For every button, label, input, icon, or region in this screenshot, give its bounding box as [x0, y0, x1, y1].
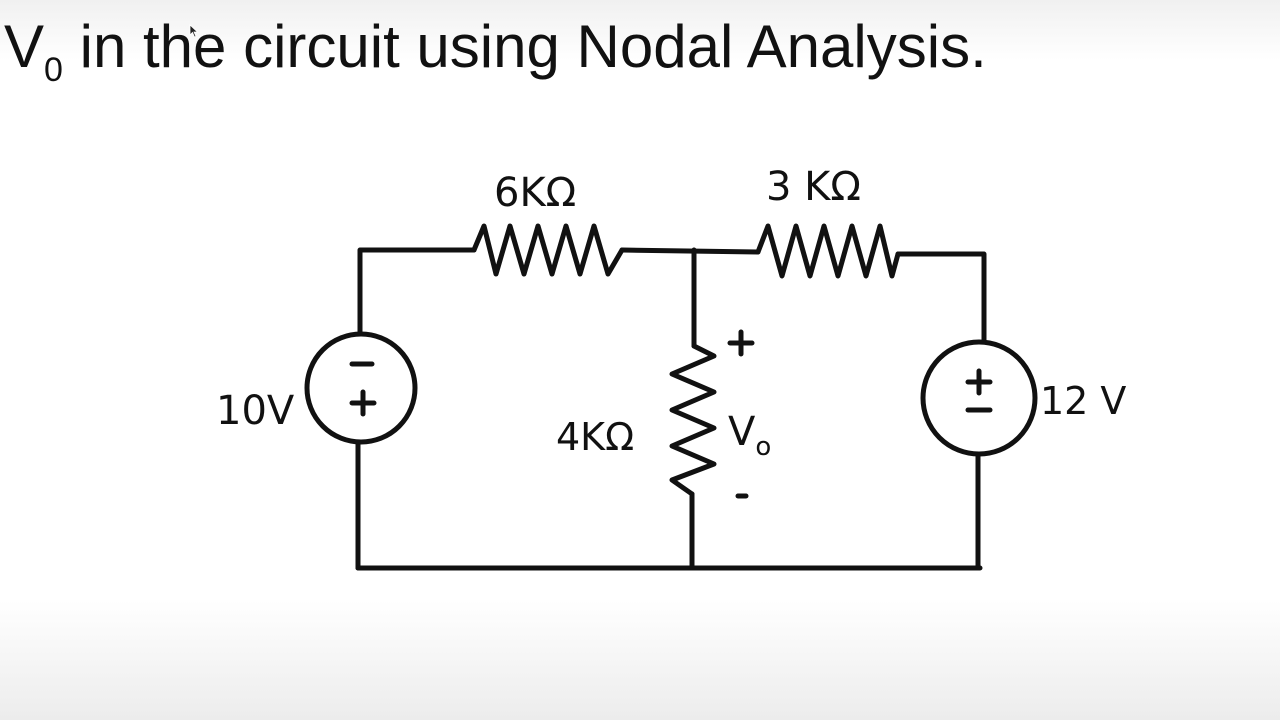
label-4k: 4KΩ: [556, 415, 634, 459]
title-variable: V: [4, 13, 45, 80]
title-subscript: 0: [44, 51, 63, 89]
mouse-cursor-icon: [189, 24, 199, 38]
label-12v: 12 V: [1040, 379, 1126, 423]
label-vo-main: V: [728, 409, 756, 455]
wire-right-top: [895, 251, 987, 345]
page-title: V0 in the circuit using Nodal Analysis.: [4, 13, 987, 89]
wire-left-top: [357, 247, 477, 337]
label-3k: 3 KΩ: [766, 164, 861, 210]
resistor-6k: [471, 223, 625, 277]
resistor-4k: [669, 343, 717, 497]
title-text: in the circuit using Nodal Analysis.: [62, 13, 987, 80]
voltage-source-10v: [304, 331, 418, 445]
wire-top-middle: [619, 247, 761, 255]
voltage-source-12v: [920, 339, 1038, 457]
source-right-plus-sign: [965, 368, 993, 396]
label-vo-subscript: o: [755, 432, 771, 462]
vo-plus-sign: [727, 329, 755, 357]
resistor-3k: [755, 223, 901, 279]
source-left-plus-sign: [349, 389, 377, 417]
label-6k: 6KΩ: [494, 170, 576, 216]
label-vo: Vo: [728, 409, 771, 462]
label-10v: 10V: [216, 388, 295, 434]
